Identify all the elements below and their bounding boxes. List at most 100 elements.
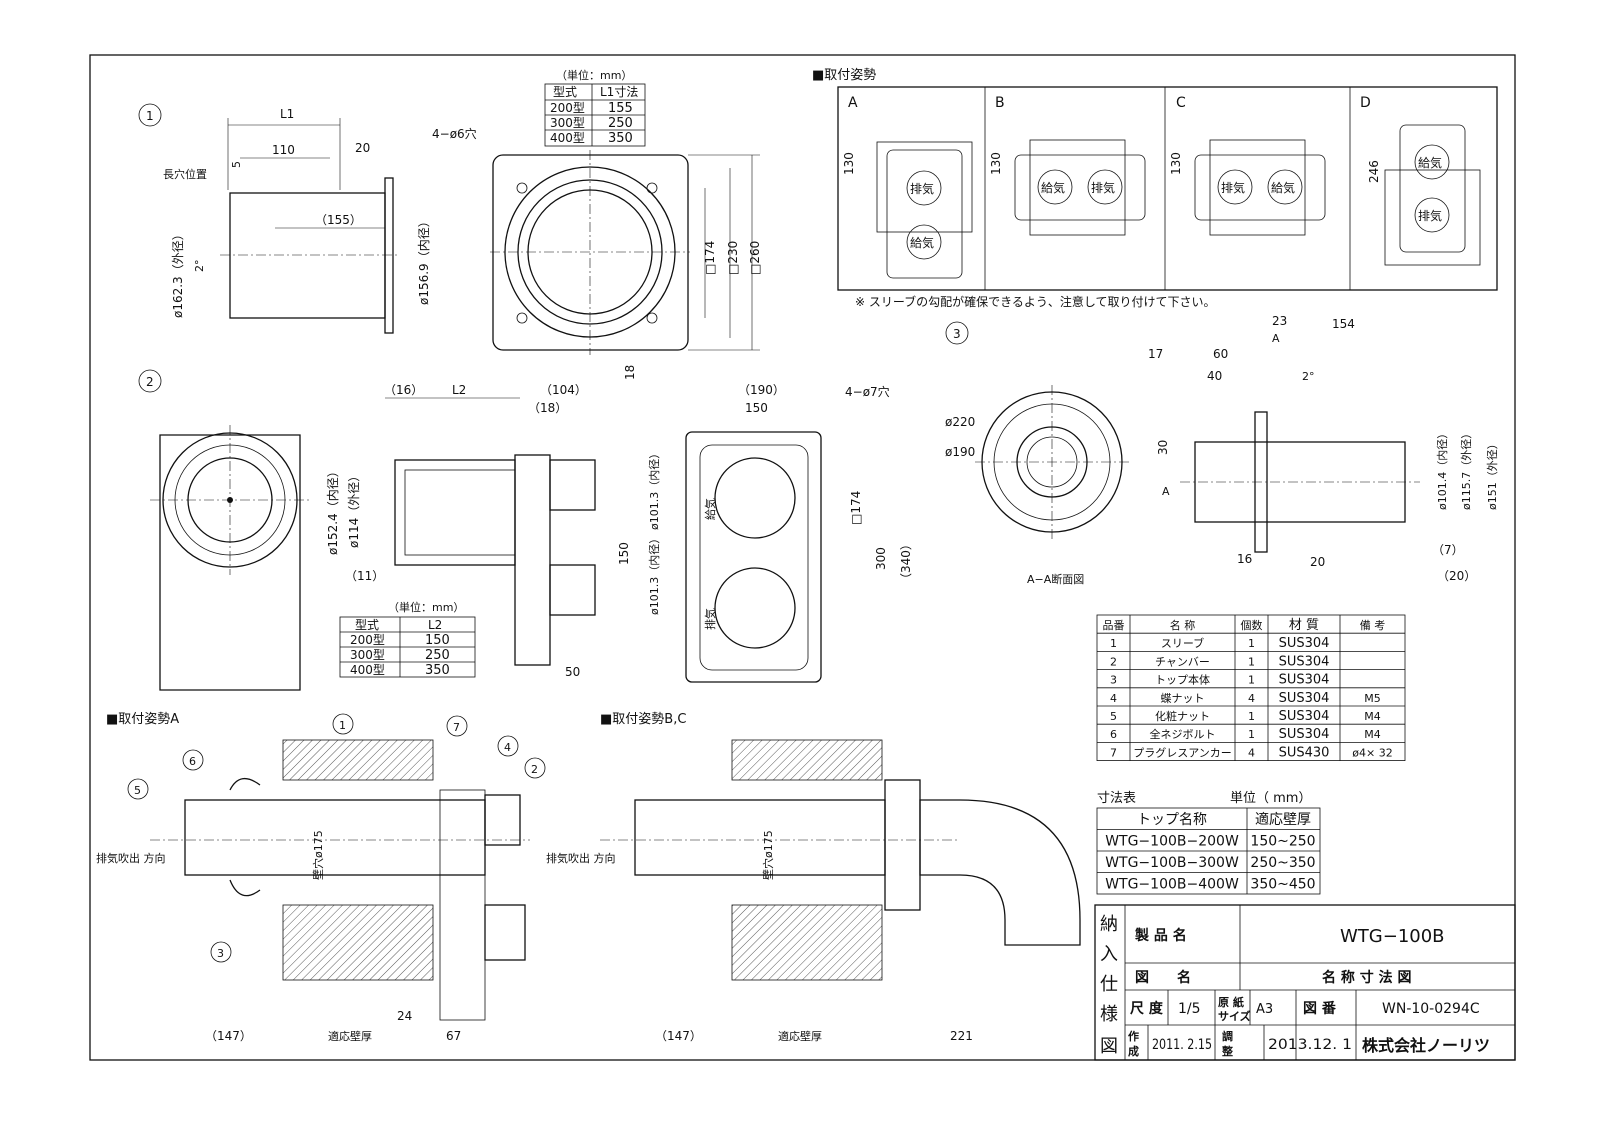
view-2-top-body: 2 （16）L2 （104）（18） ø152.4（内径） ø114（外径） （… bbox=[138, 369, 913, 691]
svg-text:適応壁厚: 適応壁厚 bbox=[778, 1029, 822, 1043]
svg-text:成: 成 bbox=[1128, 1044, 1139, 1058]
table-cell: 5 bbox=[1110, 710, 1117, 723]
svg-text:221: 221 bbox=[950, 1029, 973, 1043]
table-cell: チャンバー bbox=[1155, 655, 1210, 668]
svg-text:作: 作 bbox=[1128, 1029, 1139, 1043]
svg-text:■取付姿勢A: ■取付姿勢A bbox=[106, 711, 179, 727]
table-cell: 全ネジボルト bbox=[1150, 727, 1216, 741]
svg-text:WN-10-0294C: WN-10-0294C bbox=[1382, 1001, 1480, 1017]
svg-text:（20）: （20） bbox=[1437, 569, 1476, 583]
svg-text:18: 18 bbox=[623, 365, 637, 380]
table-header: 適応壁厚 bbox=[1255, 811, 1311, 828]
posture-note: ※ スリーブの勾配が確保できるよう、注意して取り付けて下さい。 bbox=[855, 294, 1216, 309]
svg-text:3: 3 bbox=[217, 947, 224, 960]
svg-text:50: 50 bbox=[565, 665, 580, 679]
svg-text:（単位：mm）: （単位：mm） bbox=[556, 68, 632, 82]
svg-text:150: 150 bbox=[425, 633, 450, 648]
svg-text:2011. 2.15: 2011. 2.15 bbox=[1152, 1037, 1212, 1053]
svg-text:150: 150 bbox=[745, 401, 768, 415]
install-posture-bc: ■取付姿勢B,C 排気吹出 方向 壁穴ø175 （147）適応壁厚 221 bbox=[546, 711, 1081, 1043]
table-cell: プラグレスアンカー bbox=[1133, 745, 1232, 759]
svg-text:ø152.4（内径）: ø152.4（内径） bbox=[326, 465, 340, 555]
table-cell: 150~250 bbox=[1250, 834, 1315, 850]
svg-text:長穴位置: 長穴位置 bbox=[163, 167, 207, 181]
svg-text:130: 130 bbox=[842, 152, 856, 175]
svg-text:ø101.3（内径）: ø101.3（内径） bbox=[647, 448, 661, 530]
svg-text:2°: 2° bbox=[193, 260, 206, 273]
svg-text:給気: 給気 bbox=[703, 498, 717, 520]
svg-text:400型: 400型 bbox=[350, 663, 385, 677]
svg-text:（104）: （104） bbox=[540, 383, 587, 397]
table-cell: スリーブ bbox=[1161, 636, 1204, 650]
table-cell: 6 bbox=[1110, 728, 1117, 741]
svg-text:2: 2 bbox=[146, 375, 154, 389]
table-cell: ø4× 32 bbox=[1352, 746, 1392, 759]
svg-text:□174: □174 bbox=[703, 241, 717, 275]
svg-text:4−ø6穴: 4−ø6穴 bbox=[432, 126, 477, 141]
table-cell: 1 bbox=[1248, 728, 1255, 741]
title-block: 納入 仕様 図 製 品 名 WTG−100B 図 名 名 称 寸 法 図 尺 度… bbox=[1094, 904, 1516, 1061]
svg-text:67: 67 bbox=[446, 1029, 461, 1043]
svg-text:（18）: （18） bbox=[528, 401, 567, 415]
svg-text:2: 2 bbox=[531, 763, 538, 776]
svg-text:D: D bbox=[1360, 95, 1371, 111]
svg-text:図 名: 図 名 bbox=[1135, 969, 1191, 986]
svg-text:C: C bbox=[1176, 95, 1186, 111]
svg-text:L2: L2 bbox=[428, 618, 442, 632]
sheet-border bbox=[89, 54, 1516, 1061]
svg-text:5: 5 bbox=[134, 784, 141, 797]
svg-text:130: 130 bbox=[989, 152, 1003, 175]
svg-text:5: 5 bbox=[230, 161, 243, 168]
svg-text:（340）: （340） bbox=[899, 538, 913, 585]
exhaust-direction-label: 排気吹出 方向 bbox=[96, 851, 166, 865]
svg-text:350: 350 bbox=[425, 663, 450, 678]
svg-text:□260: □260 bbox=[748, 241, 762, 275]
table-cell: 1 bbox=[1248, 710, 1255, 723]
table-cell: SUS304 bbox=[1279, 727, 1330, 742]
svg-text:給気: 給気 bbox=[1271, 180, 1295, 195]
svg-text:ø115.7（外径）: ø115.7（外径） bbox=[1460, 428, 1473, 510]
svg-text:給気: 給気 bbox=[1041, 180, 1065, 195]
svg-text:給気: 給気 bbox=[910, 235, 934, 250]
svg-text:排気: 排気 bbox=[1221, 180, 1245, 195]
table-cell: SUS304 bbox=[1279, 691, 1330, 706]
svg-text:入: 入 bbox=[1100, 944, 1118, 965]
table-cell: 4 bbox=[1248, 746, 1255, 759]
svg-text:（147）: （147） bbox=[655, 1029, 702, 1043]
svg-text:（11）: （11） bbox=[345, 569, 384, 583]
svg-text:1: 1 bbox=[339, 719, 346, 732]
company-logo: 株式会社ノーリツ bbox=[1362, 1036, 1490, 1055]
svg-text:■取付姿勢B,C: ■取付姿勢B,C bbox=[600, 711, 686, 727]
svg-text:1/5: 1/5 bbox=[1178, 1001, 1201, 1017]
svg-text:A: A bbox=[848, 95, 858, 111]
svg-text:4: 4 bbox=[504, 741, 511, 754]
svg-text:B: B bbox=[995, 95, 1005, 111]
table-cell: 350~450 bbox=[1250, 877, 1315, 893]
svg-text:原 紙: 原 紙 bbox=[1218, 995, 1244, 1009]
table-cell: 4 bbox=[1248, 692, 1255, 705]
svg-text:A−A断面図: A−A断面図 bbox=[1027, 572, 1084, 586]
svg-text:400型: 400型 bbox=[550, 131, 585, 145]
table-cell: 1 bbox=[1110, 637, 1117, 650]
table-header: 備 考 bbox=[1360, 619, 1386, 632]
svg-text:ø156.9（内径）: ø156.9（内径） bbox=[417, 215, 431, 305]
svg-text:20: 20 bbox=[1310, 555, 1325, 569]
svg-text:□174: □174 bbox=[849, 491, 863, 525]
svg-text:型式: 型式 bbox=[355, 618, 379, 632]
table-header: トップ名称 bbox=[1137, 812, 1207, 828]
svg-text:154: 154 bbox=[1332, 317, 1355, 331]
svg-text:110: 110 bbox=[272, 143, 295, 157]
svg-text:排気: 排気 bbox=[703, 608, 717, 630]
svg-text:250: 250 bbox=[608, 116, 633, 131]
table-header: 個数 bbox=[1241, 619, 1263, 632]
table-cell: WTG−100B−400W bbox=[1105, 877, 1239, 893]
svg-text:型式: 型式 bbox=[553, 85, 577, 99]
svg-text:3: 3 bbox=[953, 327, 961, 341]
table-cell: WTG−100B−300W bbox=[1105, 855, 1239, 871]
table-cell: M5 bbox=[1364, 692, 1381, 705]
